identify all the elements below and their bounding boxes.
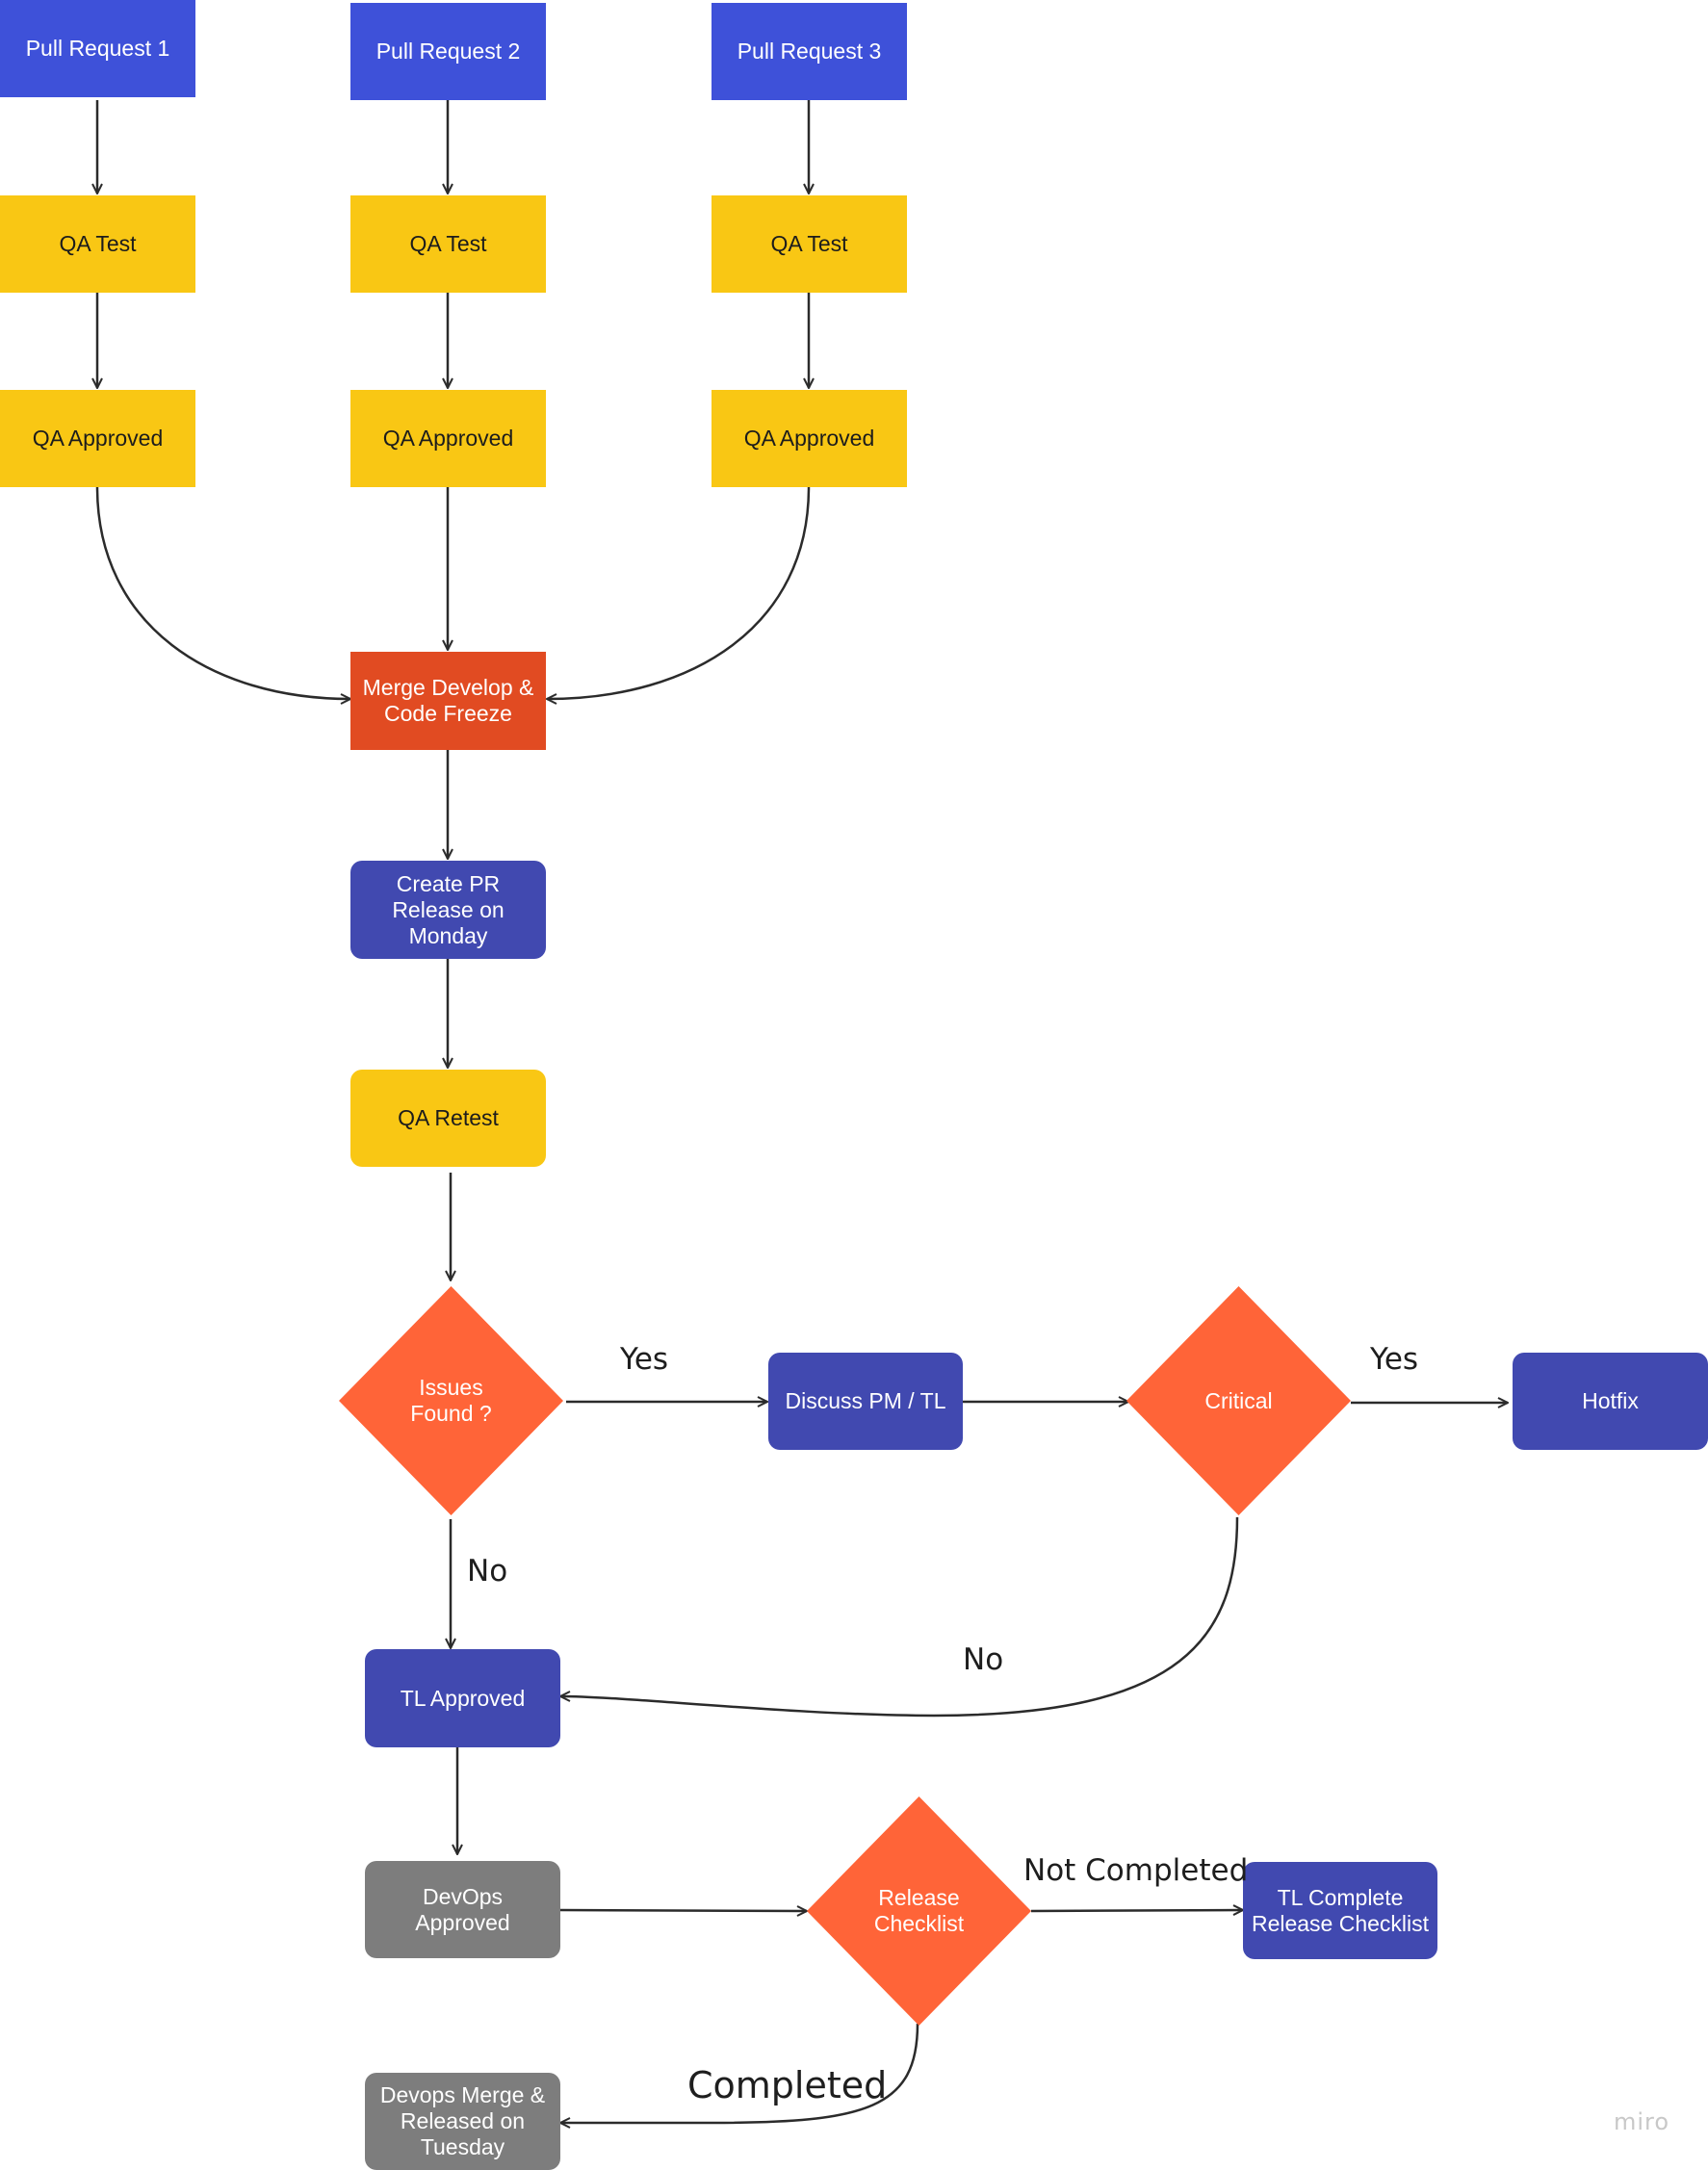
decision-label: Release Checklist [873,1885,965,1936]
miro-watermark: miro [1614,2108,1670,2135]
node-label: QA Approved [743,426,875,451]
edge-label-issues-yes: Yes [620,1342,669,1377]
edge-label-not-completed: Not Completed [1023,1853,1249,1888]
node-label: Discuss PM / TL [785,1388,946,1413]
tl-approved-node[interactable]: TL Approved [365,1649,560,1747]
node-label: DevOps Approved [415,1883,510,1935]
decision-label: Issues Found ? [410,1375,492,1426]
edge-label-issues-no: No [467,1554,508,1589]
node-label: Pull Request 3 [737,39,882,64]
node-label: Create PR Release on Monday [392,870,505,948]
pull-request-3-node[interactable]: Pull Request 3 [712,3,907,100]
node-label: Merge Develop & Code Freeze [362,675,534,726]
devops-approved-node[interactable]: DevOps Approved [365,1861,560,1958]
devops-merge-released-node[interactable]: Devops Merge & Released on Tuesday [365,2073,560,2170]
hotfix-node[interactable]: Hotfix [1513,1353,1708,1450]
issues-found-decision[interactable]: Issues Found ? [339,1286,563,1515]
node-label: Pull Request 1 [25,36,170,61]
merge-code-freeze-node[interactable]: Merge Develop & Code Freeze [350,652,546,750]
node-label: Devops Merge & Released on Tuesday [379,2082,546,2159]
node-label: QA Test [770,231,848,256]
edge-label-critical-no: No [963,1642,1004,1677]
release-checklist-decision[interactable]: Release Checklist [807,1796,1031,2026]
pull-request-2-node[interactable]: Pull Request 2 [350,3,546,100]
qa-approved-node-1[interactable]: QA Approved [0,390,195,487]
diamond-shape [339,1286,563,1515]
qa-approved-node-3[interactable]: QA Approved [712,390,907,487]
node-label: TL Approved [400,1685,526,1711]
edge-critical-tl-approved [560,1516,1239,1718]
node-label: Pull Request 2 [375,39,521,64]
edge-label-completed: Completed [687,2064,888,2106]
edge-release-checklist-tl-complete [1030,1910,1243,1911]
node-label: QA Test [59,231,137,256]
discuss-pm-tl-node[interactable]: Discuss PM / TL [768,1353,963,1450]
critical-decision[interactable]: Critical [1126,1286,1351,1515]
edge-label-critical-yes: Yes [1370,1342,1419,1377]
qa-approved-node-2[interactable]: QA Approved [350,390,546,487]
edge-qa-approved-3-merge [547,486,811,699]
edge-qa-approved-1-merge [95,486,350,699]
create-pr-release-node[interactable]: Create PR Release on Monday [350,861,546,959]
edge-release-checklist-devops-merge [560,2023,919,2123]
diamond-shape [807,1796,1031,2026]
node-label: QA Approved [382,426,514,451]
edge-devops-release-checklist [559,1910,807,1911]
diamond-shape [1126,1286,1351,1515]
qa-test-node-2[interactable]: QA Test [350,195,546,293]
tl-complete-checklist-node[interactable]: TL Complete Release Checklist [1243,1862,1437,1959]
decision-label: Critical [1204,1387,1273,1413]
node-label: QA Test [409,231,487,256]
node-label: QA Approved [32,426,164,451]
pull-request-1-node[interactable]: Pull Request 1 [0,0,195,97]
node-label: Hotfix [1582,1388,1639,1413]
node-label: TL Complete Release Checklist [1251,1884,1430,1936]
node-label: QA Retest [398,1105,499,1130]
qa-retest-node[interactable]: QA Retest [350,1070,546,1167]
qa-test-node-1[interactable]: QA Test [0,195,195,293]
qa-test-node-3[interactable]: QA Test [712,195,907,293]
